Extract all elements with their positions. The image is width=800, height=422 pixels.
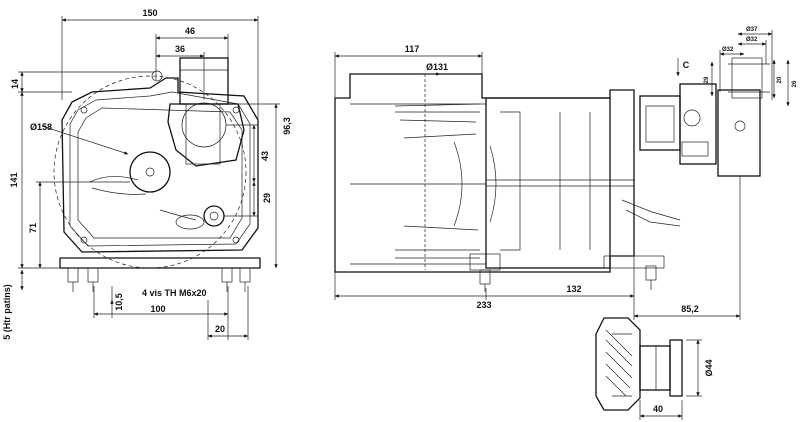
screw-note: 4 vis TH M6x20 xyxy=(142,288,207,298)
dim-40: 40 xyxy=(653,404,663,414)
dim-diameter-37: Ø37 xyxy=(746,27,758,33)
dim-14: 14 xyxy=(10,79,20,89)
feet-height-label: 5 (Htr patins) xyxy=(2,284,12,340)
dim-20-front: 20 xyxy=(215,324,225,334)
connector-dimensions xyxy=(710,30,790,107)
detail-view-dimensions xyxy=(639,339,702,420)
dim-96-3: 96,3 xyxy=(282,117,292,135)
side-view xyxy=(334,57,770,292)
dim-10-5: 10,5 xyxy=(114,293,124,311)
dim-36: 36 xyxy=(175,44,185,54)
front-view-labels: 150 46 36 14 141 71 96,3 43 29 Ø158 4 vi… xyxy=(2,8,292,340)
side-view-dimensions xyxy=(334,52,741,320)
dim-diameter-32a: Ø32 xyxy=(746,37,758,43)
dim-85-2: 85,2 xyxy=(681,304,699,314)
diameter-131-value: 131 xyxy=(433,62,448,72)
diameter-158-value: 158 xyxy=(37,122,52,132)
front-view xyxy=(53,57,261,292)
dim-29: 29 xyxy=(262,193,272,203)
dim-diameter-44: Ø44 xyxy=(704,359,714,376)
dim-diameter-32b: Ø32 xyxy=(722,47,734,53)
dim-20-connector: 20 xyxy=(777,76,783,83)
diameter-32b-value: 32 xyxy=(727,47,734,53)
detail-view xyxy=(595,317,683,411)
dim-71: 71 xyxy=(28,223,38,233)
diameter-37-value: 37 xyxy=(751,27,758,33)
dim-117: 117 xyxy=(405,44,420,54)
dim-141: 141 xyxy=(9,172,19,187)
diameter-32a-value: 32 xyxy=(751,37,758,43)
detail-view-labels: Ø44 40 xyxy=(653,359,714,414)
front-view-dimensions xyxy=(18,16,280,340)
dim-26: 26 xyxy=(792,80,798,87)
connector-labels: Ø37 Ø32 Ø32 20 26 29 xyxy=(704,27,798,87)
view-letter-c: C xyxy=(683,60,690,70)
dim-150: 150 xyxy=(142,8,157,18)
dim-29-connector: 29 xyxy=(704,76,710,83)
side-view-labels: 117 Ø131 233 132 85,2 C xyxy=(405,44,699,314)
dim-diameter-158: Ø158 xyxy=(30,122,52,132)
diameter-44-value: 44 xyxy=(704,359,714,369)
dim-diameter-131: Ø131 xyxy=(426,62,448,72)
dim-43: 43 xyxy=(260,151,270,161)
dim-46: 46 xyxy=(185,26,195,36)
dim-233: 233 xyxy=(476,300,491,310)
dim-100: 100 xyxy=(150,304,165,314)
dim-132: 132 xyxy=(566,284,581,294)
